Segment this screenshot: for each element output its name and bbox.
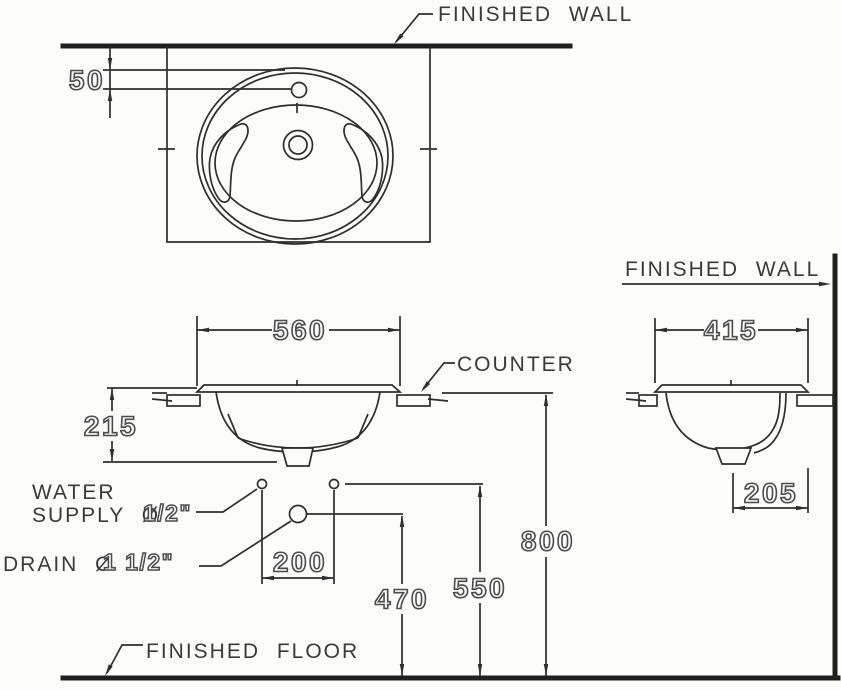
- dim-50-text: 50: [69, 65, 105, 96]
- floor-leader-arrow-icon: [105, 664, 113, 676]
- front-bowl-back-edge-right: [357, 413, 369, 439]
- dim-215: 215: [83, 387, 277, 463]
- sink-basin: [214, 104, 378, 222]
- drain-leader-line: [199, 520, 292, 567]
- front-counter-hatch-right: [396, 394, 431, 407]
- plan-finished-wall-label: FINISHED WALL: [438, 3, 633, 26]
- counter-label: COUNTER: [457, 353, 575, 376]
- water-supply-leader-line: [196, 488, 258, 513]
- water-supply-point-right: [328, 478, 340, 490]
- drain-label: DRAIN Ø: [3, 553, 114, 576]
- plan-view: FINISHED WALL 50: [60, 3, 633, 245]
- front-counter-tick-right: [427, 398, 449, 402]
- side-counter-hatch-right: [796, 394, 834, 407]
- dim-470: 470: [374, 515, 429, 676]
- dim-560: 560: [196, 314, 401, 386]
- finished-floor-label: FINISHED FLOOR: [146, 640, 359, 663]
- front-bowl-outline: [215, 391, 381, 453]
- front-elevation: 560 215 COUNTER: [3, 314, 841, 681]
- plan-drain-outer: [282, 129, 314, 161]
- front-counter-tick-left: [151, 398, 173, 402]
- dim-415-text: 415: [704, 315, 758, 346]
- water-supply-point-left: [256, 478, 268, 490]
- counter-leader-arrow-icon: [421, 381, 431, 392]
- dim-550-text: 550: [453, 573, 507, 604]
- front-bowl-back-edge-left: [227, 413, 239, 439]
- dim-470-text: 470: [375, 584, 429, 615]
- plan-counter-outline: [166, 47, 431, 243]
- dim-215-text: 215: [84, 411, 138, 442]
- side-counter-tick-left: [625, 398, 647, 402]
- sink-outer-rim: [196, 67, 394, 245]
- plan-wall-leader-arrow-icon: [394, 33, 404, 44]
- plan-drain-inner: [288, 135, 308, 155]
- sink-inner-rim: [201, 72, 389, 240]
- water-supply-label-2: SUPPLY Ø: [32, 504, 160, 527]
- water-supply-size: 1/2": [143, 500, 192, 526]
- dim-50: 50: [68, 47, 291, 118]
- side-bowl-back-ledge: [753, 392, 787, 454]
- dim-205: 205: [732, 468, 809, 513]
- dim-550: 550: [452, 485, 507, 676]
- front-drain-stub: [280, 447, 315, 467]
- soap-dish-right: [343, 122, 384, 203]
- side-bowl-outline: [665, 392, 781, 451]
- counter-leader-line: [422, 362, 455, 390]
- dim-415: 415: [654, 314, 809, 383]
- side-wall-leader-arrow-icon: [819, 281, 831, 287]
- dim-800-text: 800: [521, 526, 575, 557]
- side-drain-stub: [714, 447, 753, 465]
- floor-leader-line: [106, 644, 143, 674]
- dim-205-text: 205: [744, 478, 798, 509]
- drain-size: 1 1/2": [103, 549, 174, 575]
- dim-200-text: 200: [273, 547, 327, 578]
- side-finished-wall-label: FINISHED WALL: [625, 258, 820, 281]
- dim-200: 200: [261, 490, 335, 584]
- side-elevation: FINISHED WALL 415 205: [622, 253, 838, 681]
- soap-dish-left: [208, 122, 249, 203]
- dim-800: 800: [442, 392, 575, 676]
- front-rim: [194, 384, 403, 393]
- side-rim: [652, 384, 811, 393]
- water-supply-label-1: WATER: [32, 481, 116, 504]
- drain-point: [288, 504, 308, 524]
- dim-560-text: 560: [273, 315, 327, 346]
- faucet-hole: [290, 81, 308, 99]
- plan-wall-leader-line: [395, 13, 433, 43]
